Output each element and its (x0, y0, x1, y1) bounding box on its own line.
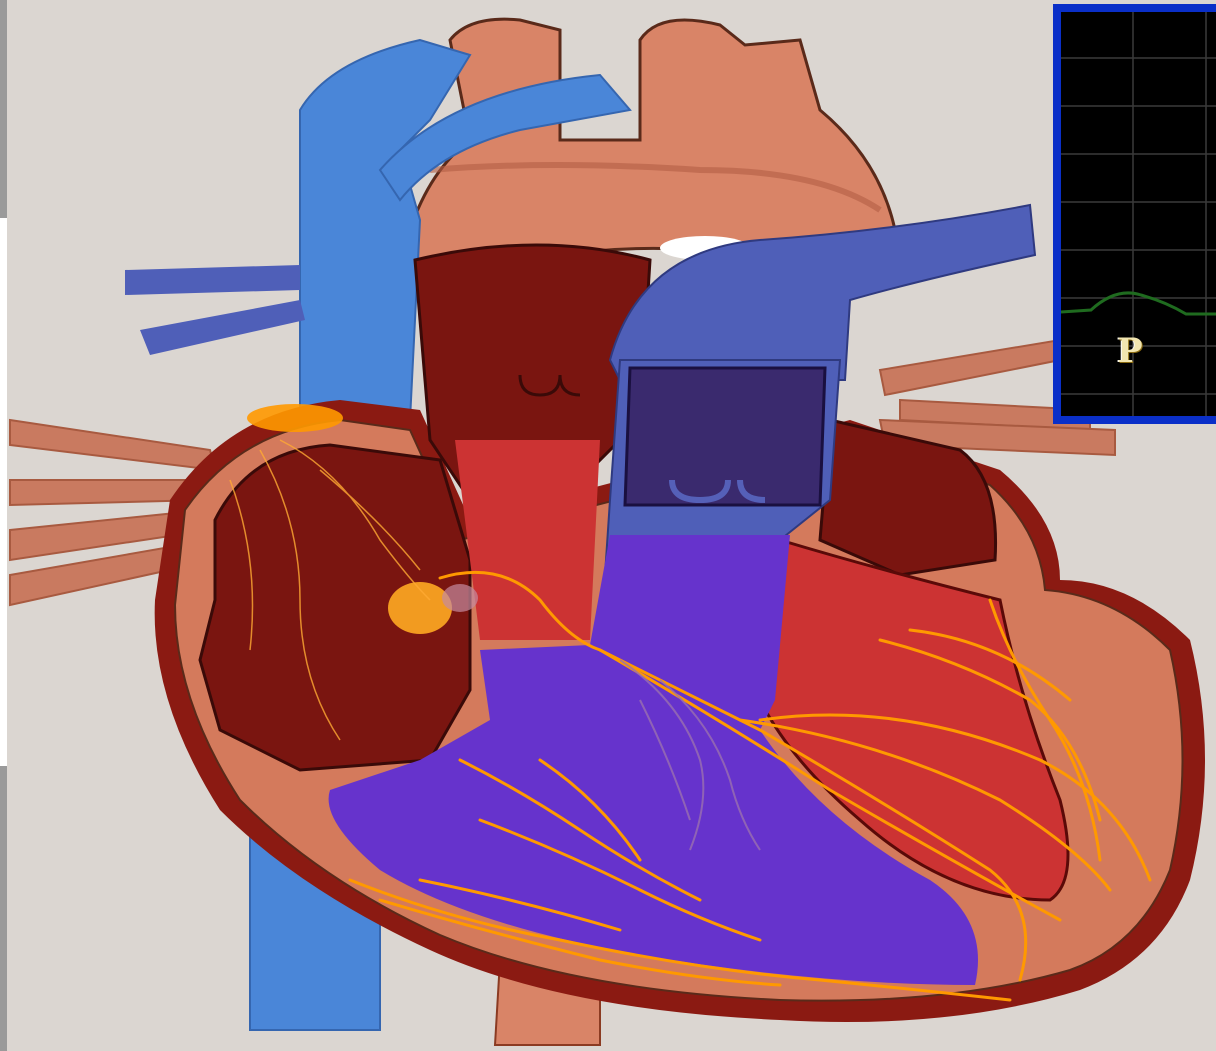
ecg-trace (1061, 293, 1216, 314)
ecg-wave-label: P (1117, 334, 1143, 368)
aortic-outflow (455, 440, 600, 640)
ecg-panel: P (1053, 4, 1216, 424)
sa-node (247, 404, 343, 432)
